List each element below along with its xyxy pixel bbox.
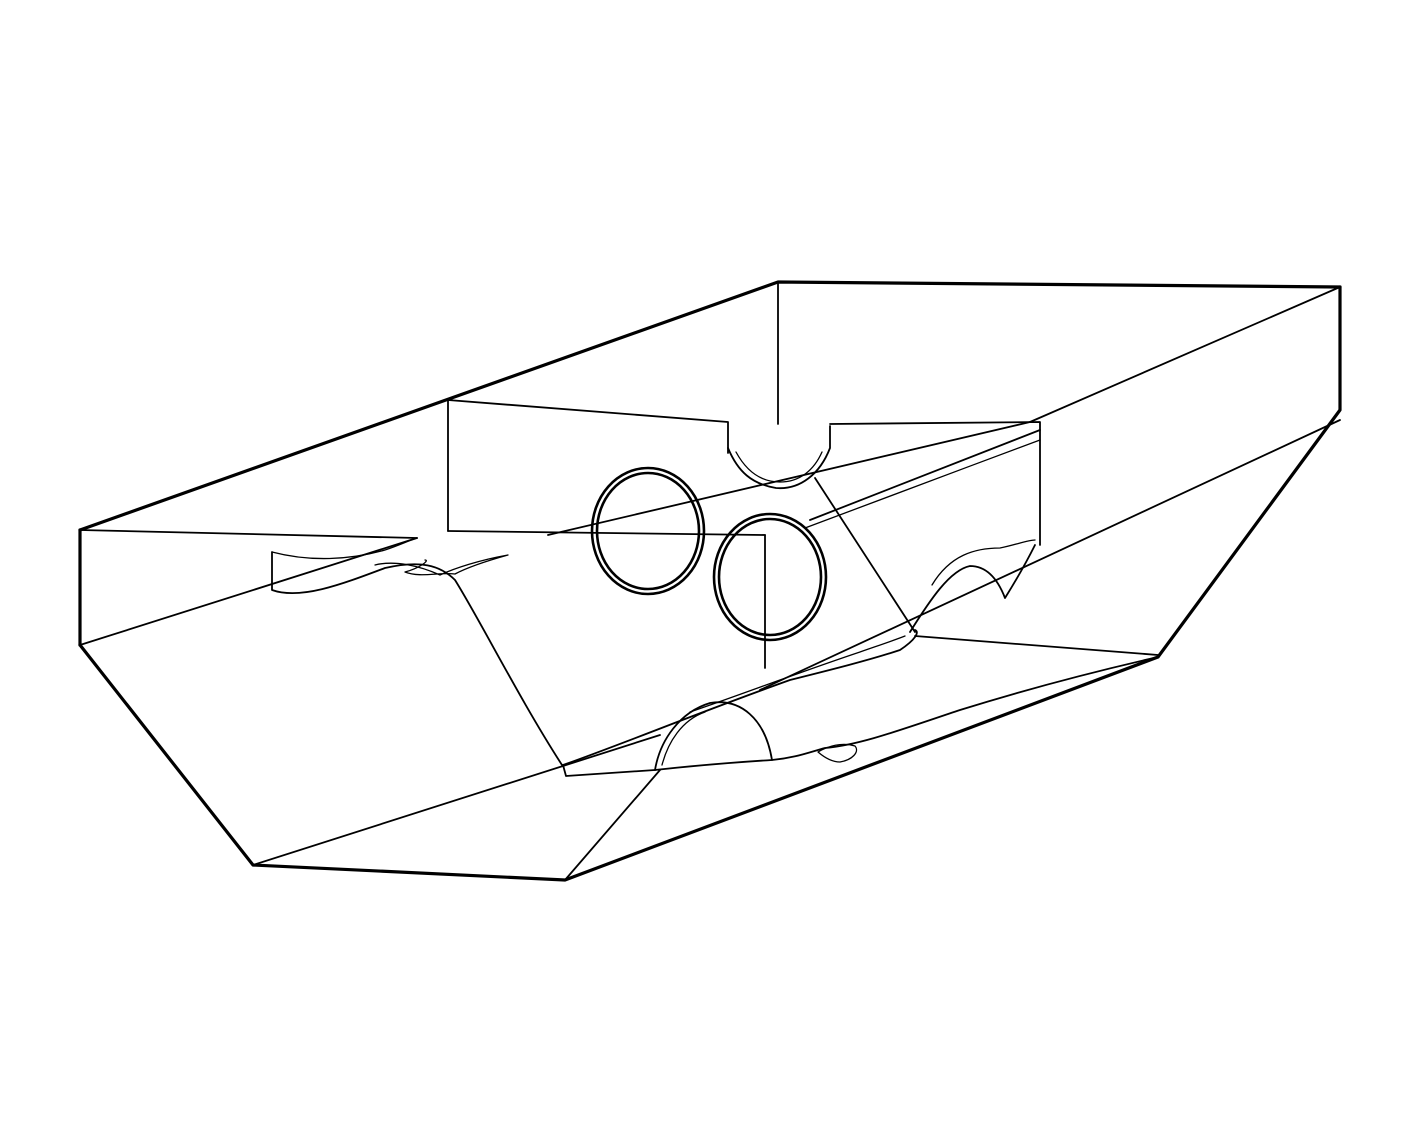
trough-half-pipe-left-inner [661, 711, 706, 766]
left-slot-outline [271, 551, 563, 766]
back-right-top-edge [1029, 286, 1341, 423]
baffle-top-right [829, 421, 1041, 546]
trough-upper-inner-edge [689, 635, 906, 713]
top-notch-cutout-inner [735, 451, 823, 483]
bottom-outline [78, 285, 1342, 882]
left-slot-top [271, 537, 418, 560]
lower-front-panel-edge [252, 734, 661, 866]
left-slot-scribble [374, 554, 509, 576]
trough-half-pipe-right-inner [931, 539, 1036, 586]
inner-baffle [447, 399, 1159, 669]
front-bottom-diagonal [564, 769, 661, 881]
left-top-rim [79, 529, 418, 539]
rim-edges [79, 281, 1341, 881]
left-slot-feature [271, 537, 563, 766]
baffle-inner-diagonal [547, 421, 1031, 536]
trough-small-notch [817, 743, 858, 763]
baffle-back-panel [447, 399, 729, 532]
round-hole-left-inner [595, 471, 701, 591]
trough-top-edge [562, 629, 918, 766]
round-hole-right [712, 512, 828, 642]
top-notch-cutout [727, 425, 831, 489]
front-upper-diagonal [759, 419, 1341, 691]
baffle-bottom-left [447, 530, 766, 536]
round-hole-left [590, 466, 706, 596]
trough-half-pipe-right [909, 544, 1036, 633]
holes [590, 466, 828, 642]
lower-trough [562, 539, 1159, 777]
round-hole-right-inner [717, 517, 823, 637]
baffle-lower-right [914, 635, 1159, 656]
baffle-ledge-inner [804, 439, 1041, 529]
top-rim-back-left [78, 280, 1342, 532]
trough-front-edge [654, 656, 1159, 771]
baffle-right-diagonal [814, 477, 916, 633]
trough-half-pipe-left [654, 701, 773, 771]
outer-outline [78, 280, 1342, 882]
trough-left-end [562, 764, 656, 777]
baffle-ledge [809, 429, 1041, 521]
